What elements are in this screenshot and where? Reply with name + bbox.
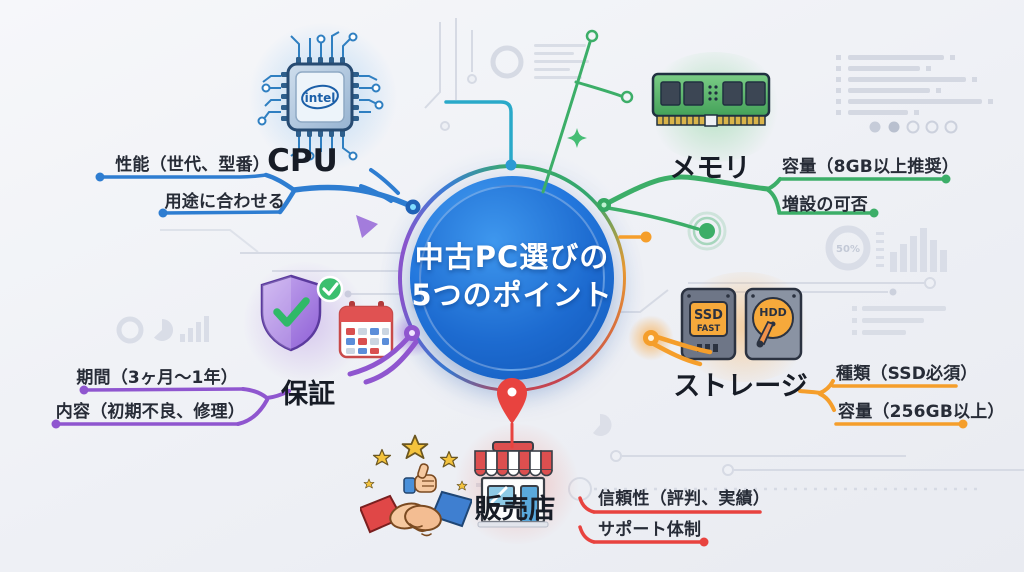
calendar-icon [338, 301, 394, 359]
cpu-connector [97, 168, 416, 215]
svg-text:FAST: FAST [697, 324, 721, 334]
handshake-icon [360, 434, 472, 537]
right-list-decoration [852, 306, 946, 335]
ram-icon [651, 72, 771, 127]
cpu-label: CPU [267, 143, 338, 179]
memory-branch-expandability: 増設の可否 [782, 195, 868, 215]
thumbs-up-icon [403, 463, 437, 494]
ripple-node [687, 211, 727, 251]
hdd-icon: HDD [744, 287, 803, 361]
list-decoration [836, 55, 993, 115]
memory-branch-capacity: 容量（8GB以上推奨） [782, 157, 959, 177]
charts-decoration [116, 316, 209, 344]
cpu-branch-performance: 性能（世代、型番） [115, 155, 270, 175]
storefront-icon [474, 441, 553, 528]
warranty-branch-period: 期間（3ヶ月～1年） [76, 368, 238, 388]
storage-branch-capacity: 容量（256GB以上） [838, 402, 1005, 422]
pie-decoration [593, 413, 612, 436]
handshake-hands [360, 490, 472, 537]
intel-logo: intel [305, 91, 336, 105]
storage-label: ストレージ [673, 371, 808, 402]
warranty-label: 保証 [281, 379, 335, 410]
warranty-branch-coverage: 内容（初期不良、修理） [55, 402, 245, 422]
warranty-connector [53, 335, 419, 426]
check-badge-icon [316, 275, 344, 303]
shield-check-icon [260, 274, 322, 352]
memory-connector [541, 40, 948, 231]
warranty-icons [260, 274, 394, 359]
svg-text:SSD: SSD [694, 308, 723, 323]
teal-stub-line [444, 100, 513, 165]
svg-text:50%: 50% [836, 244, 860, 255]
sparkle-icon [567, 128, 587, 148]
center-circle-inner [419, 185, 605, 371]
mini-list-decoration [534, 44, 589, 79]
memory-label: メモリ [669, 153, 751, 184]
cursor-triangle-icon [356, 215, 378, 238]
center-title: 中古PC選びの 5つのポイント [402, 238, 622, 314]
storage-branch-type: 種類（SSD必須） [836, 364, 978, 384]
seller-connector [510, 422, 762, 544]
cpu-chip-icon: intel [257, 31, 384, 161]
storage-icons: SSD FAST HDD [680, 287, 803, 361]
center-title-line2: 5つのポイント [411, 278, 613, 312]
gauge-decoration: 50% [825, 225, 947, 272]
seller-branch-reliability: 信頼性（評判、実績） [598, 489, 770, 509]
map-pin-icon [497, 378, 527, 424]
cpu-branch-usage: 用途に合わせる [164, 192, 285, 212]
top-node [505, 159, 517, 171]
seller-label: 販売店 [474, 494, 556, 525]
stars [363, 434, 468, 491]
svg-text:HDD: HDD [759, 306, 786, 319]
center-title-line1: 中古PC選びの [414, 240, 610, 274]
seller-branch-support: サポート体制 [598, 520, 702, 540]
dots-decoration [869, 120, 958, 134]
ssd-icon: SSD FAST [680, 287, 737, 361]
